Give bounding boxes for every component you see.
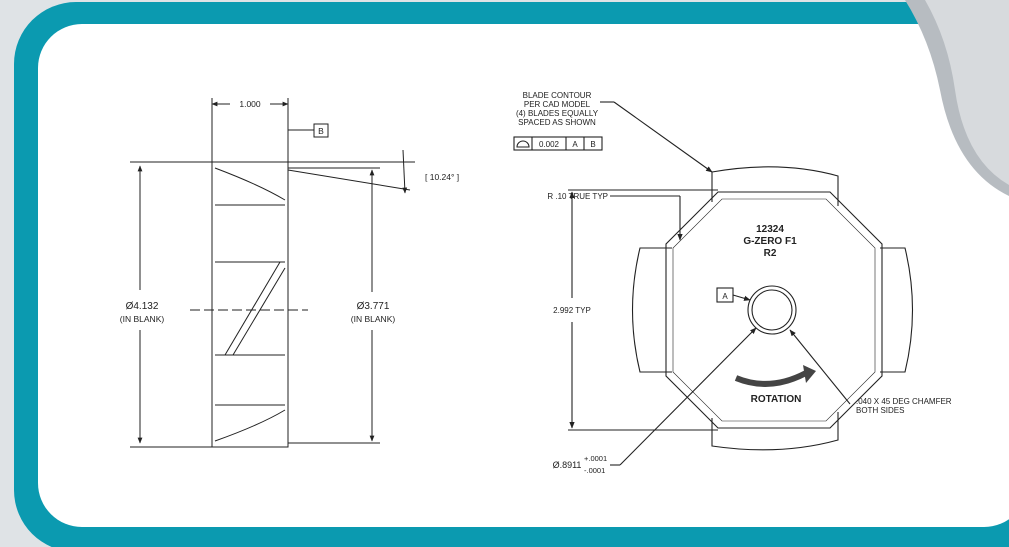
bore-circle: [747, 285, 797, 335]
blade-note-line-2: PER CAD MODEL: [524, 100, 591, 109]
fcf-tolerance: 0.002: [539, 140, 560, 149]
front-view: [513, 101, 914, 466]
inner-diameter: Ø3.771: [357, 301, 390, 312]
bore-tolerance-plus: +.0001: [584, 454, 607, 463]
chamfer-note-line-1: .040 X 45 DEG CHAMFER: [856, 397, 952, 406]
blade-left: [631, 247, 672, 373]
side-view-labels: 1.000 B [ 10.24° ] Ø4.132 (IN BLANK) Ø3.…: [120, 99, 459, 324]
drawing-sheet: [38, 24, 1009, 527]
bore-tolerance-minus: -.0001: [584, 466, 605, 475]
rotation-label: ROTATION: [751, 394, 802, 405]
angle-dimension: [ 10.24° ]: [425, 172, 459, 182]
blade-note-line-4: SPACED AS SHOWN: [518, 118, 596, 127]
blade-top: [711, 166, 839, 206]
bore-diameter: Ø.8911: [553, 460, 582, 470]
radius-note: R .10 TRUE TYP: [547, 192, 608, 201]
height-dimension: 2.992 TYP: [553, 306, 591, 315]
blade-note-line-3: (4) BLADES EQUALLY: [516, 109, 599, 118]
part-name: G-ZERO F1: [743, 236, 797, 247]
rotation-arrow: [734, 370, 808, 387]
chamfer-note-line-2: BOTH SIDES: [856, 406, 904, 415]
blade-bottom: [711, 412, 839, 451]
outer-diameter-note: (IN BLANK): [120, 314, 165, 324]
outer-diameter: Ø4.132: [126, 301, 159, 312]
width-dimension: 1.000: [239, 99, 261, 109]
part-number: 12324: [756, 224, 784, 235]
profile-of-surface-icon: [516, 140, 530, 148]
datum-b-label: B: [318, 126, 324, 136]
blade-right: [880, 247, 914, 373]
fcf-datum-a: A: [572, 140, 578, 149]
blade-note-line-1: BLADE CONTOUR: [523, 91, 592, 100]
fcf-datum-b: B: [590, 140, 595, 149]
front-view-labels: BLADE CONTOUR PER CAD MODEL (4) BLADES E…: [516, 91, 952, 475]
inner-diameter-note: (IN BLANK): [351, 314, 396, 324]
octagon-body: [665, 191, 883, 429]
side-view: [130, 98, 415, 448]
datum-a-label: A: [722, 292, 728, 301]
revision: R2: [764, 248, 777, 259]
